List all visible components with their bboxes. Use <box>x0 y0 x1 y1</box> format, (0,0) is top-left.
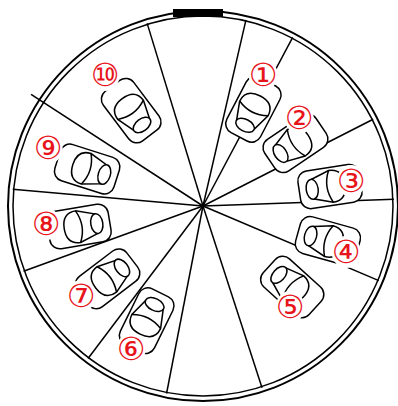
tube-mouth <box>96 163 114 186</box>
tube-rim <box>325 171 334 203</box>
tube-mouth <box>233 115 256 135</box>
tube-rim <box>81 154 95 186</box>
tube-rim <box>75 210 84 242</box>
tube-slot <box>52 142 123 197</box>
callout-number: ⑨ <box>34 132 63 164</box>
top-marker <box>173 9 223 17</box>
sector-line <box>203 37 293 206</box>
callout-number: ④ <box>332 236 361 268</box>
callout-number: ① <box>249 59 278 91</box>
sector-line <box>203 206 262 388</box>
tube-holder <box>52 142 123 197</box>
tube-mouth <box>130 114 153 136</box>
callout-number: ⑦ <box>67 280 96 312</box>
tube-set <box>45 73 363 357</box>
sector-lines <box>13 20 394 394</box>
rotor-inner-rim <box>13 16 393 396</box>
tube-rim <box>132 311 162 329</box>
callout-number: ⑧ <box>32 208 61 240</box>
tube-mouth <box>302 225 319 247</box>
rotor-rim <box>8 11 398 401</box>
tube-slot <box>293 214 363 267</box>
tube-holder <box>293 214 363 267</box>
tube-mouth <box>143 295 166 315</box>
callout-number: ② <box>285 102 314 134</box>
callout-number: ⑩ <box>91 59 120 91</box>
tube-mouth <box>305 178 320 200</box>
sector-line <box>203 199 394 206</box>
tube-mouth <box>270 142 291 165</box>
tube-mouth <box>89 213 104 235</box>
tube-mouth <box>268 263 290 286</box>
callout-number: ⑤ <box>276 291 305 323</box>
tube-mouth <box>111 256 133 279</box>
callout-number: ③ <box>337 165 366 197</box>
callout-number: ⑥ <box>117 333 146 365</box>
tube-rim <box>238 101 268 119</box>
